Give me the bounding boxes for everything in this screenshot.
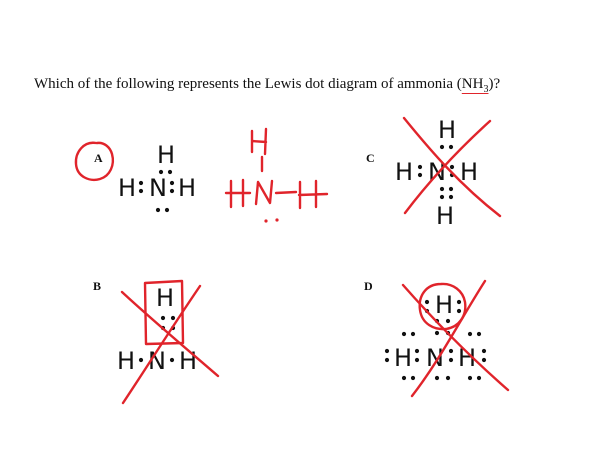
option-a-right-h: H [178,174,196,202]
option-a-left-h: H [118,174,136,202]
answer-circle-mark [74,141,114,181]
option-d-top-h: H [435,291,453,319]
question-prefix: Which of the following represents the Le… [34,76,462,92]
option-d-cross-mark [401,279,510,398]
option-c-cross-mark [402,116,502,218]
option-b-cross-mark [120,284,220,405]
question-suffix: )? [488,76,501,92]
option-d-label: D [364,279,373,293]
option-d-circle-mark [418,282,467,331]
handwritten-structure [224,127,329,223]
option-a-top-h: H [157,141,175,169]
option-d-right-h: H [458,344,476,372]
option-a-diagram: H H N H [118,141,196,213]
option-c-left-h: H [395,158,413,186]
option-d-nitrogen: N [426,344,444,372]
option-b-label: B [93,279,102,293]
question-text: Which of the following represents the Le… [34,76,500,95]
option-b-nitrogen: N [148,347,166,375]
ammonia-formula: NH3 [461,76,489,95]
option-c-bottom-h: H [436,202,454,230]
option-b-left-h: H [117,347,135,375]
option-d-diagram: H H N H [384,291,487,381]
option-b-box-mark [143,279,185,346]
option-b-top-h: H [156,284,174,312]
option-c-label: C [366,151,375,165]
option-c-top-h: H [438,116,456,144]
option-d-left-h: H [394,344,412,372]
option-b-diagram: H H N H [117,284,197,375]
option-a-nitrogen: N [149,174,167,202]
option-c-right-h: H [460,158,478,186]
option-a-label: A [94,151,103,165]
